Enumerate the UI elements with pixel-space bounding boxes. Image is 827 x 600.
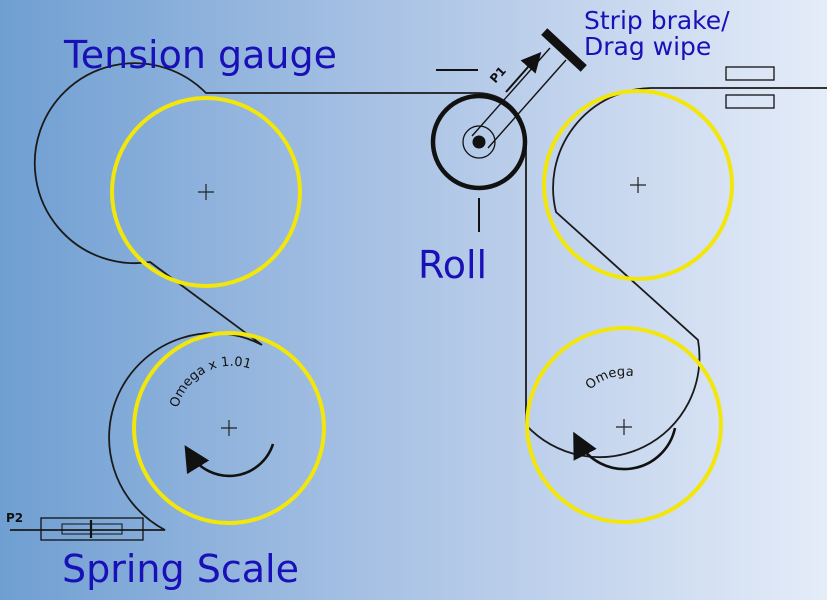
drum-bottom-left xyxy=(132,331,326,525)
center-mark-icon xyxy=(630,177,646,193)
strip-path xyxy=(10,62,827,531)
spring-scale xyxy=(40,517,144,541)
center-mark-icon xyxy=(198,184,214,200)
rotation-arrow-left-icon xyxy=(184,443,275,478)
p1-arrow-icon xyxy=(505,52,542,93)
drag-wipe-lower xyxy=(725,94,775,109)
drag-wipe-upper xyxy=(725,66,775,81)
omega-right-label: Omega xyxy=(583,364,634,392)
drag-wipe-label: Drag wipe xyxy=(584,32,711,61)
tension-gauge-label: Tension gauge xyxy=(63,33,337,77)
drum-top-left xyxy=(110,96,302,288)
drum-bottom-right xyxy=(525,326,723,524)
rotation-arrow-right-icon xyxy=(573,427,677,471)
center-mark-icon xyxy=(221,420,237,436)
p2-label: P2 xyxy=(6,511,23,525)
p1-label: P1 xyxy=(487,64,509,86)
drum-top-right xyxy=(542,89,734,281)
tension-roll xyxy=(430,93,528,232)
spring-scale-label: Spring Scale xyxy=(62,547,299,591)
strip-brake-label: Strip brake/ xyxy=(584,6,730,35)
strip-brake-pad xyxy=(541,28,587,72)
center-mark-icon xyxy=(616,419,632,435)
roll-label: Roll xyxy=(418,243,487,287)
omega-left-label: Omega x 1.01 xyxy=(167,355,252,410)
